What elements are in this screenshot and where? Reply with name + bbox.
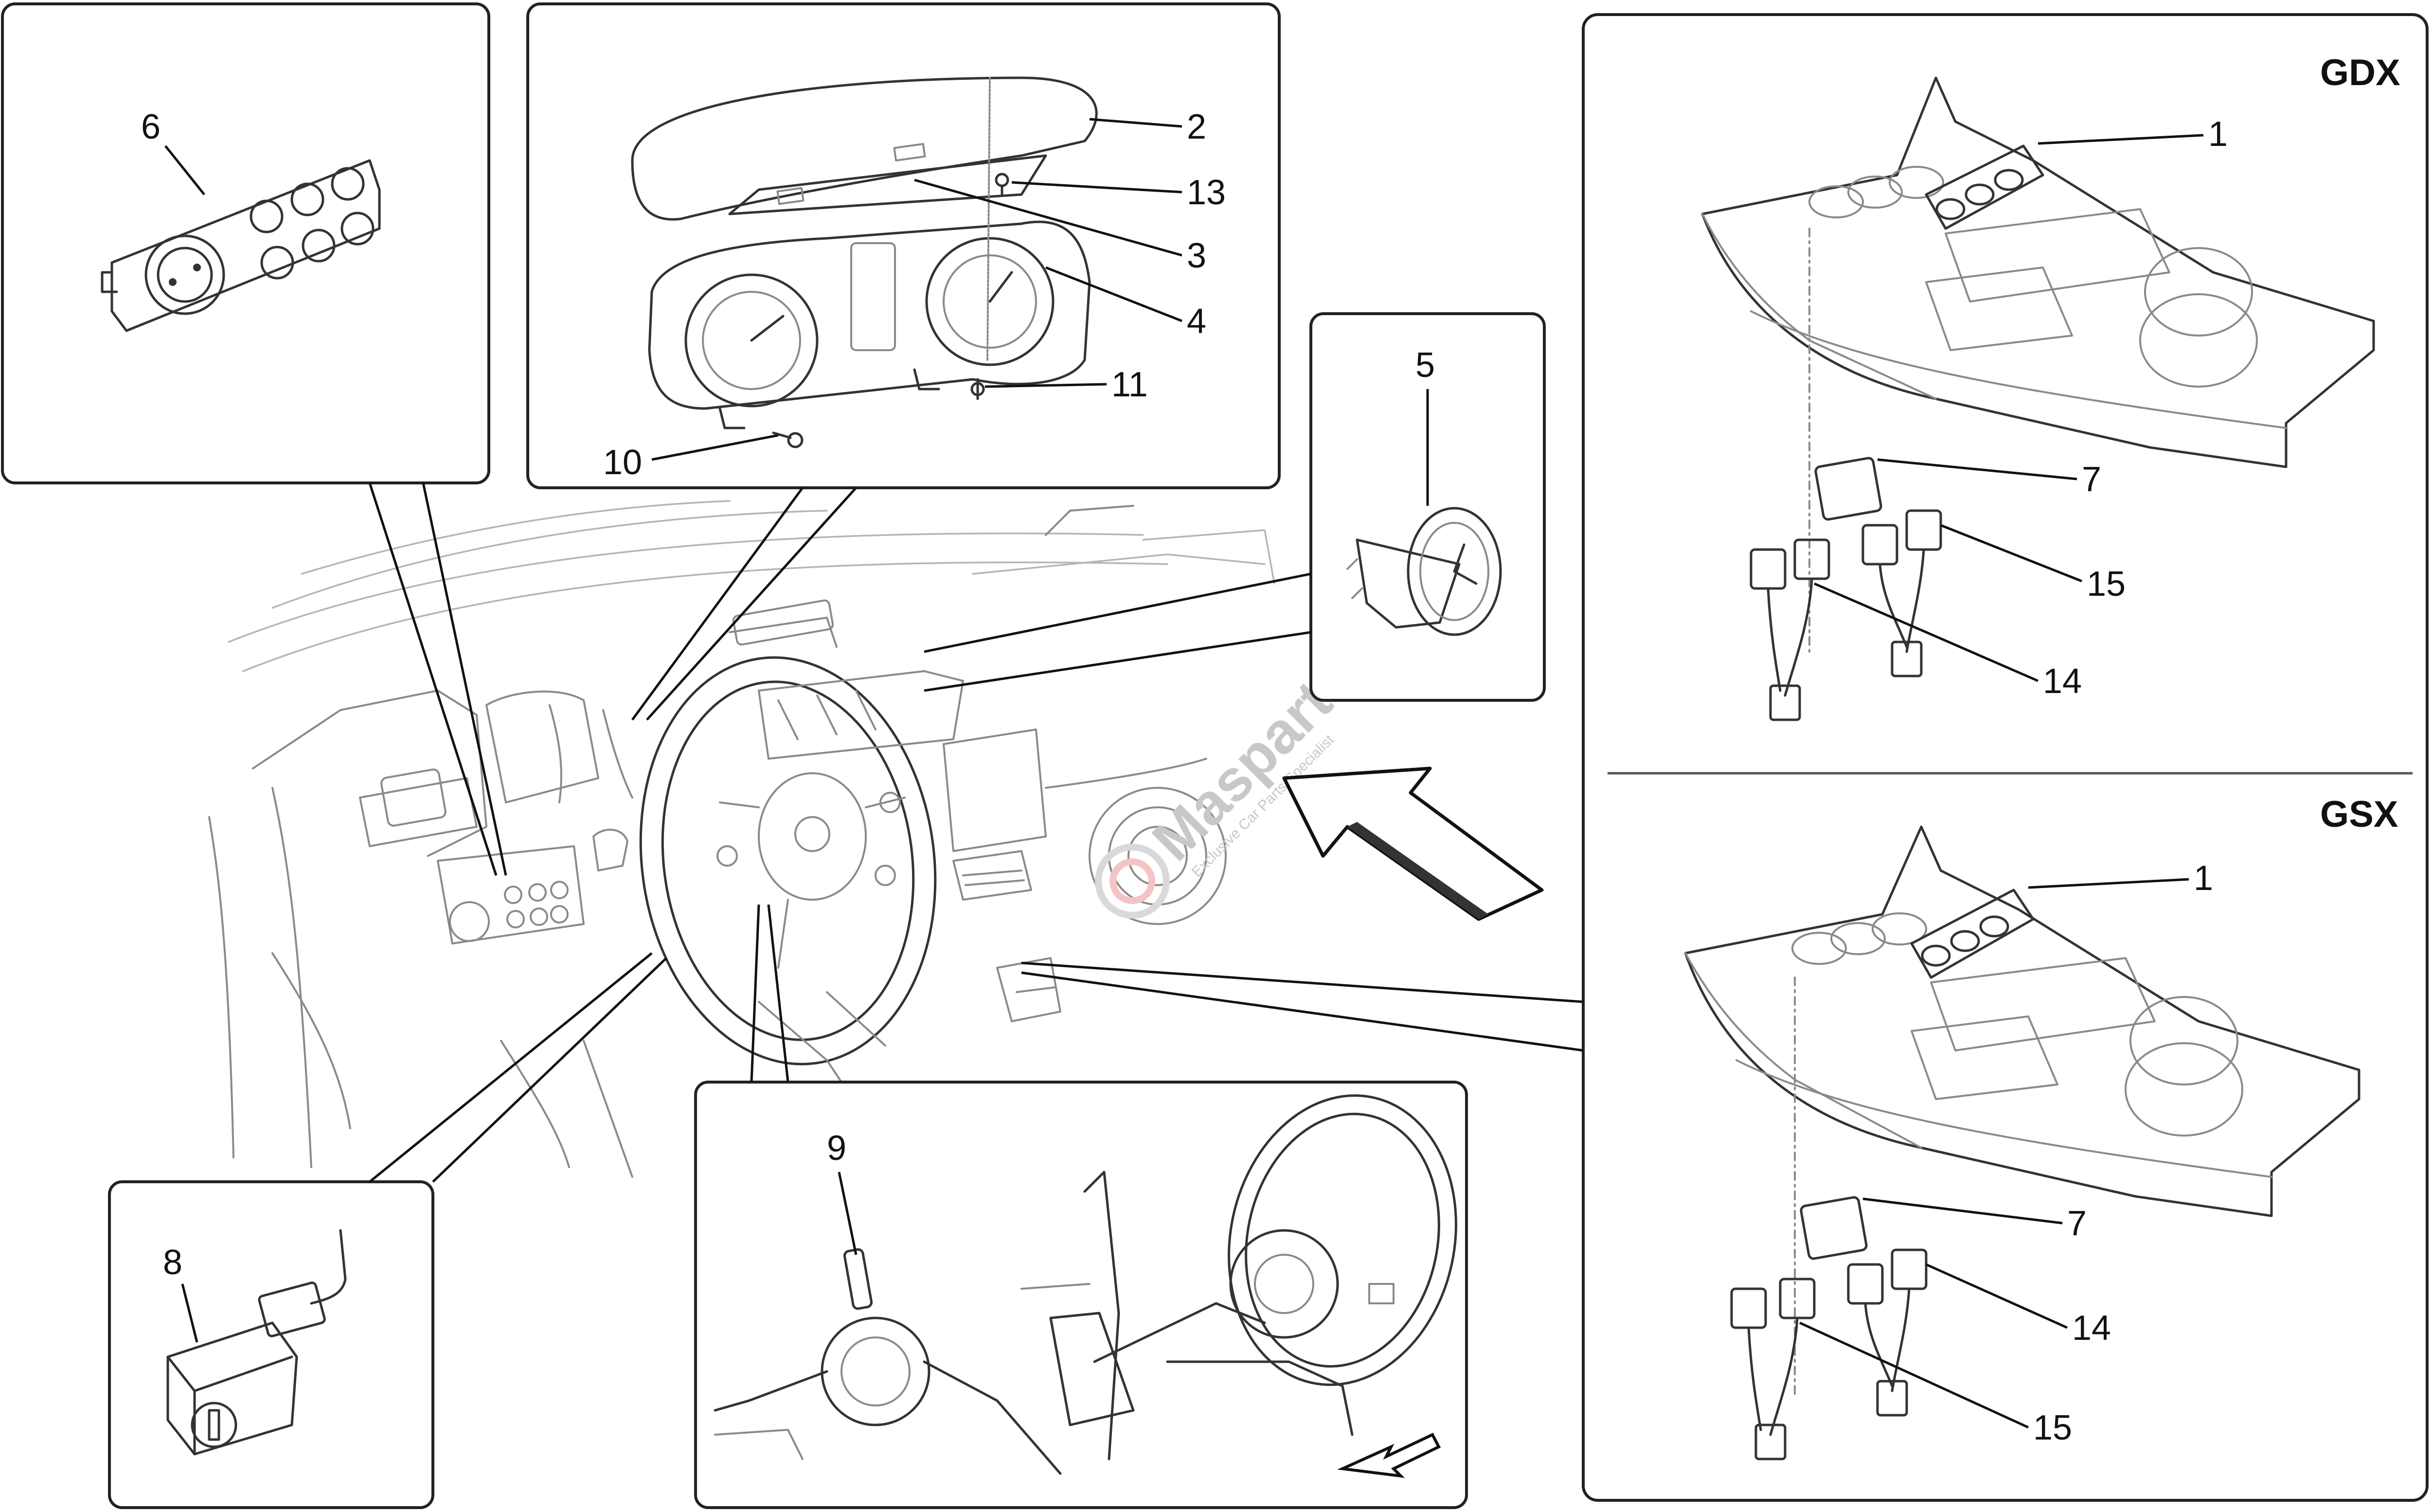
label-9: 9 (827, 1129, 846, 1168)
label-3: 3 (1187, 236, 1206, 275)
label-4: 4 (1187, 302, 1206, 341)
label-13: 13 (1187, 173, 1226, 212)
console-upper (1701, 76, 2375, 653)
screws (772, 77, 1009, 448)
steering-wheel-assembly (1020, 1094, 1457, 1460)
label-15: 15 (2087, 565, 2126, 604)
panel-center-console: GDX 1 (1582, 13, 2429, 1502)
direction-arrow (1282, 766, 1544, 921)
analog-clock (1346, 507, 1502, 636)
cluster-hood (631, 76, 1098, 221)
console-lower (1684, 825, 2360, 1397)
label-8: 8 (163, 1243, 182, 1282)
panel-item-5: 5 (1309, 312, 1546, 702)
connector-harness-lower (1730, 1196, 1928, 1460)
variant-lower: GSX (2320, 794, 2398, 835)
label-10: 10 (603, 443, 642, 482)
label-2: 2 (1187, 107, 1206, 146)
panel-item-6: 6 (1, 2, 490, 484)
callout-lines (368, 482, 1584, 1183)
dashboard-overview (208, 500, 1275, 1178)
instrument-cluster (648, 220, 1091, 429)
arrow-down-left (1337, 1433, 1441, 1478)
label-11: 11 (1111, 365, 1148, 404)
label-14b: 14 (2072, 1309, 2111, 1348)
label-7: 7 (2082, 460, 2101, 499)
column-switch (714, 1248, 1062, 1475)
label-1: 1 (2208, 115, 2228, 154)
label-15b: 15 (2033, 1408, 2072, 1447)
label-6: 6 (141, 107, 161, 146)
panel-instrument-cluster: 2 13 3 4 11 10 (526, 2, 1281, 489)
panel-item-9: 9 (694, 1081, 1468, 1509)
panel-item-8: 8 (108, 1180, 434, 1509)
label-5: 5 (1415, 346, 1435, 385)
light-switch-unit (101, 159, 381, 332)
label-7b: 7 (2067, 1204, 2087, 1243)
rotary-switch (166, 1229, 347, 1456)
variant-upper: GDX (2320, 52, 2400, 93)
connector-harness-upper (1750, 457, 1942, 721)
label-1b: 1 (2194, 859, 2213, 898)
label-14: 14 (2043, 662, 2082, 701)
